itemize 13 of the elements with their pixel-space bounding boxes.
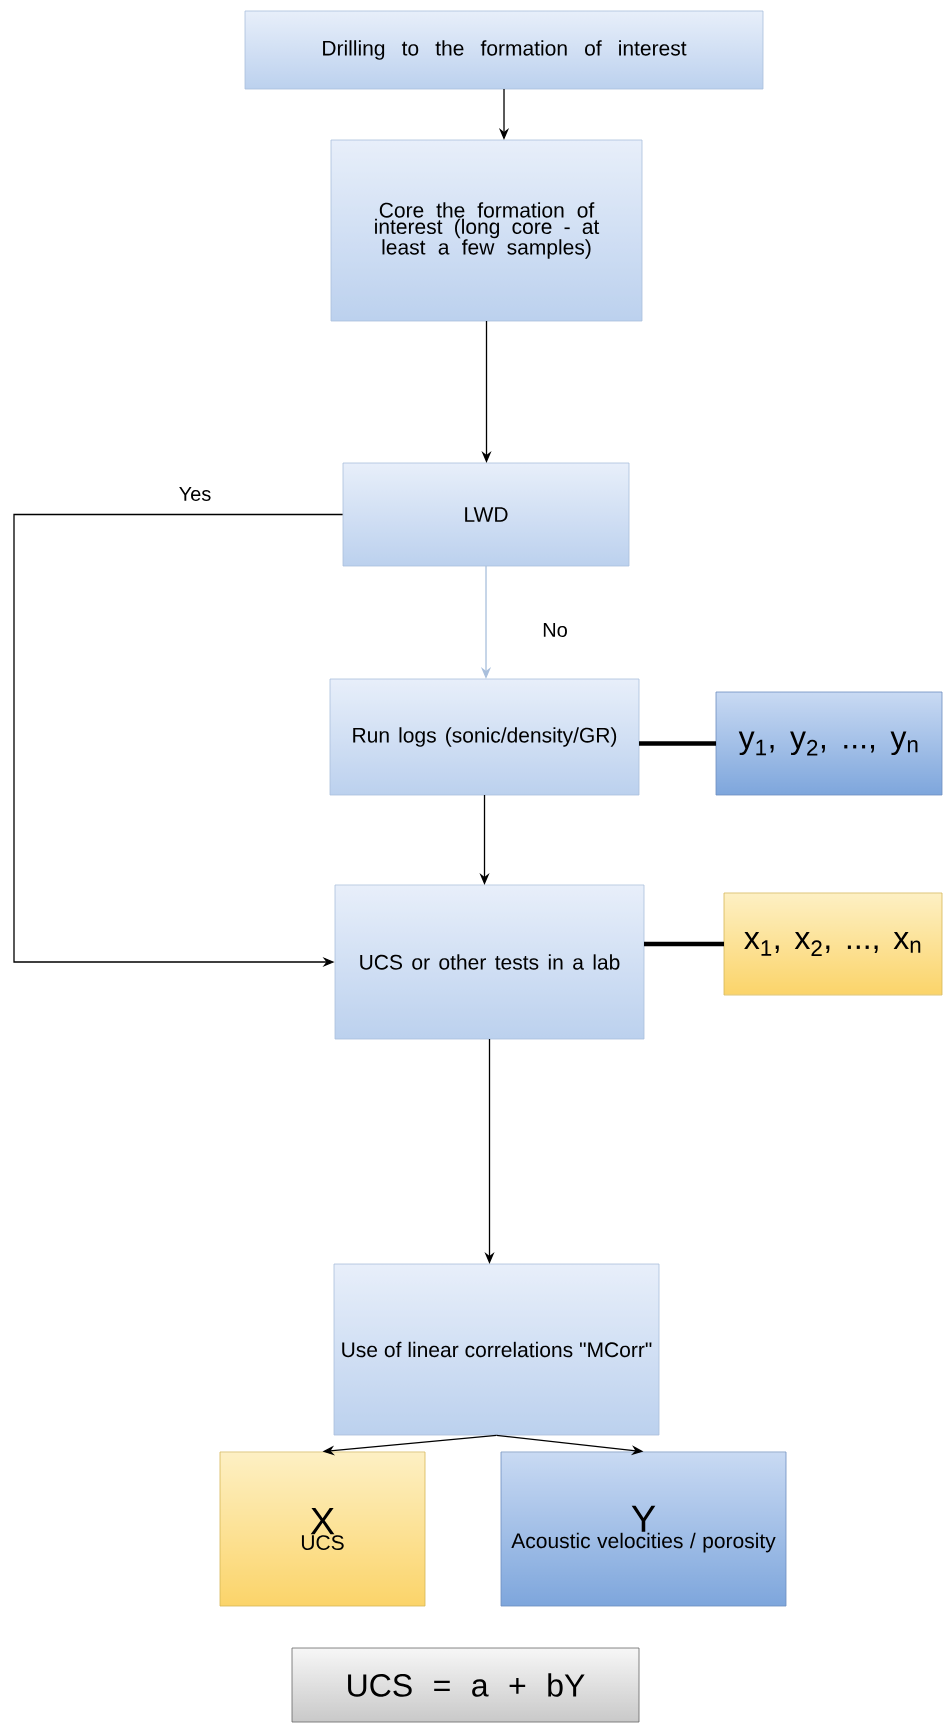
output-box: x$_{1}$, x$_{2}$, ..., x$_{n}$	[723, 892, 943, 996]
process-box: Drilling to the formation of interest	[244, 10, 764, 90]
result-box: X UCS	[219, 1451, 426, 1607]
result-box: Y Acoustic velocities / porosity	[500, 1451, 787, 1607]
process-box: UCS or other tests in a lab	[334, 884, 645, 1040]
edge-label: No	[540, 621, 570, 639]
decision-box: LWD	[342, 462, 630, 567]
process-box: Run logs (sonic/density/GR)	[329, 678, 640, 796]
process-box: Core the formation of interest (long core - at least a few samples)	[330, 139, 643, 322]
output-box: y$_{1}$, y$_{2}$, ..., y$_{n}$	[715, 691, 943, 796]
edge-label: Yes	[176, 485, 214, 503]
formula-box: UCS = a + bY	[291, 1647, 640, 1723]
process-box: Use of linear correlations "MCorr"	[333, 1263, 660, 1436]
